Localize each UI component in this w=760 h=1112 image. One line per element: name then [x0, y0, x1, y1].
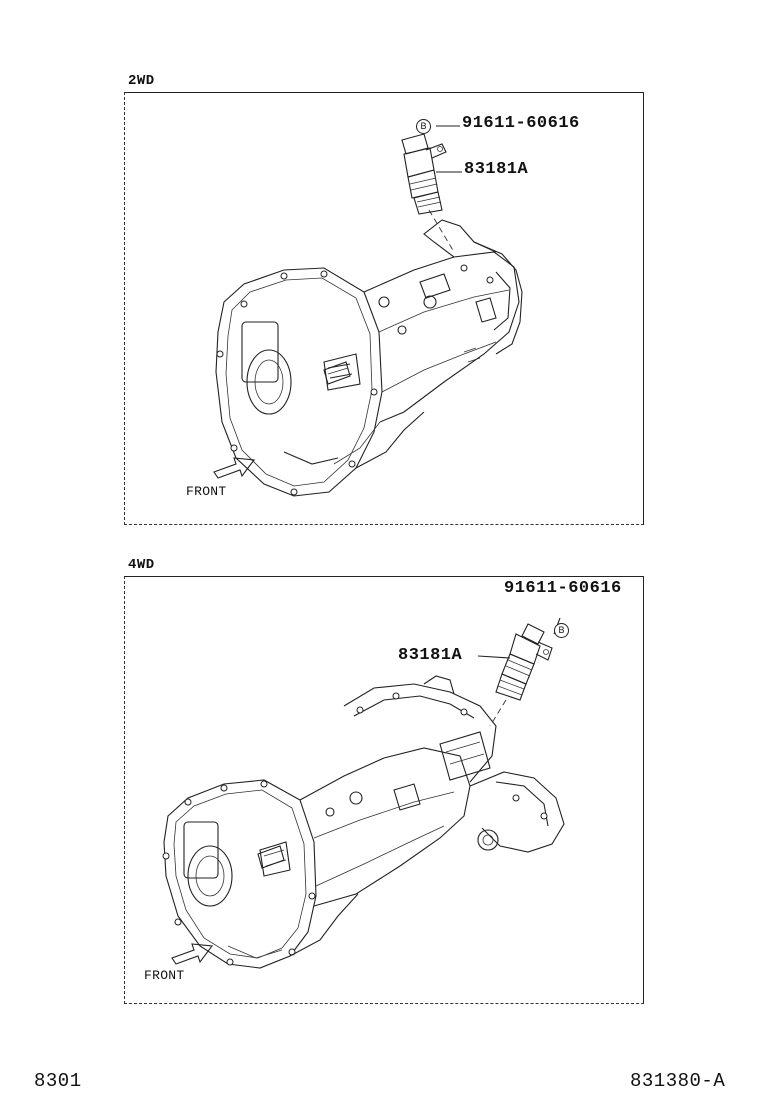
footer-figure-number: 8301: [34, 1070, 82, 1092]
speed-sensor-2wd: [402, 134, 446, 214]
front-label-2wd: FRONT: [186, 484, 227, 499]
front-arrow-4wd: [172, 944, 212, 964]
transmission-drawing-2wd: [124, 92, 642, 523]
footer-illustration-code: 831380-A: [630, 1070, 726, 1092]
transmission-body-4wd: [163, 676, 564, 968]
front-arrow-2wd: [214, 458, 254, 478]
bolt-part-number-4wd: 91611-60616: [504, 579, 622, 598]
front-label-4wd: FRONT: [144, 968, 185, 983]
section-label-4wd: 4WD: [128, 557, 155, 573]
marker-b-4wd: B: [554, 623, 569, 638]
section-label-2wd: 2WD: [128, 73, 155, 89]
transmission-drawing-4wd: [124, 576, 642, 1002]
sensor-part-number-4wd: 83181A: [398, 646, 463, 665]
diagram-frame-4wd: [124, 576, 644, 1004]
diagram-frame-2wd: [124, 92, 644, 525]
speed-sensor-4wd: [496, 624, 552, 700]
transmission-body-2wd: [216, 220, 522, 496]
sensor-part-number-2wd: 83181A: [464, 160, 529, 179]
marker-b-2wd: B: [416, 119, 431, 134]
bolt-part-number-2wd: 91611-60616: [462, 114, 580, 133]
